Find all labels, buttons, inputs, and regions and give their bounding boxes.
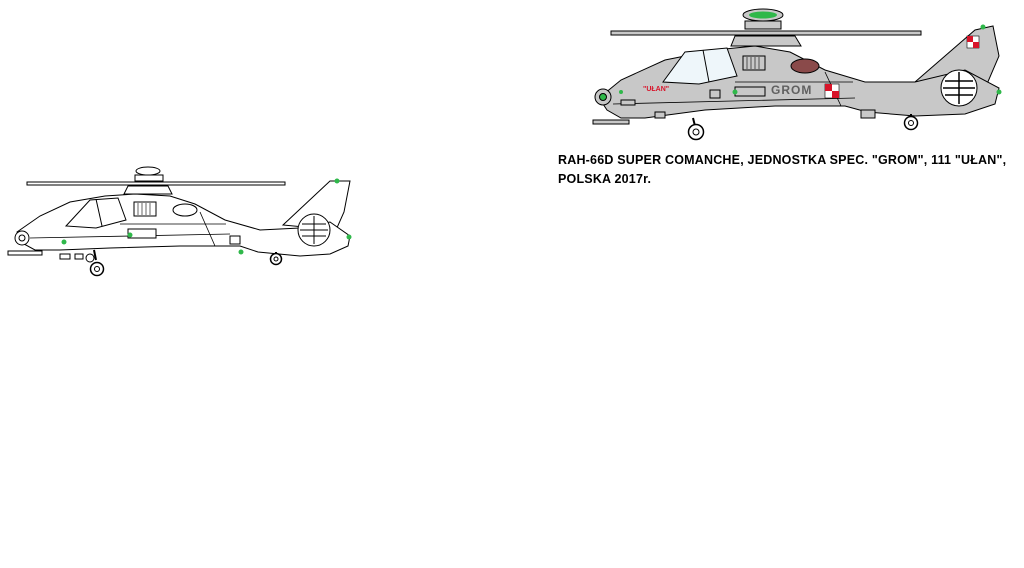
nose-wheel: [89, 261, 105, 277]
aircraft-caption: RAH-66D SUPER COMANCHE, JEDNOSTKA SPEC. …: [558, 151, 1018, 189]
main-rotor-blade: [610, 30, 922, 36]
main-rotor-blade: [26, 181, 286, 186]
caption-line-2: POLSKA 2017r.: [558, 172, 652, 186]
rotor-mast: [134, 174, 164, 182]
nav-light: [732, 89, 738, 95]
cannon: [592, 119, 630, 125]
canopy: [64, 197, 127, 229]
helicopter-grey-livery-drawing: "UŁAN" GROM: [592, 8, 1002, 141]
rotor-hub: [123, 185, 173, 195]
nose-wheel: [687, 123, 705, 141]
polish-checkerboard-roundel: [966, 35, 980, 49]
sensor-turret: [14, 230, 30, 246]
canopy: [662, 47, 738, 85]
unit-marking: GROM: [771, 83, 812, 97]
aircraft-name-marking: "UŁAN": [643, 86, 669, 93]
rotor-hub: [730, 35, 802, 47]
polish-checkerboard-roundel: [824, 83, 840, 99]
intake-grille: [133, 201, 157, 217]
cannon: [7, 250, 43, 256]
tail-wheel: [903, 115, 919, 131]
nav-light: [61, 239, 67, 245]
exhaust: [790, 58, 820, 74]
tail-wheel: [269, 252, 283, 266]
caption-line-1: RAH-66D SUPER COMANCHE, JEDNOSTKA SPEC. …: [558, 153, 1007, 167]
exhaust: [172, 203, 198, 217]
helicopter-outline-drawing: [7, 166, 352, 277]
intake-grille: [742, 55, 766, 71]
rotor-cap: [135, 166, 161, 176]
